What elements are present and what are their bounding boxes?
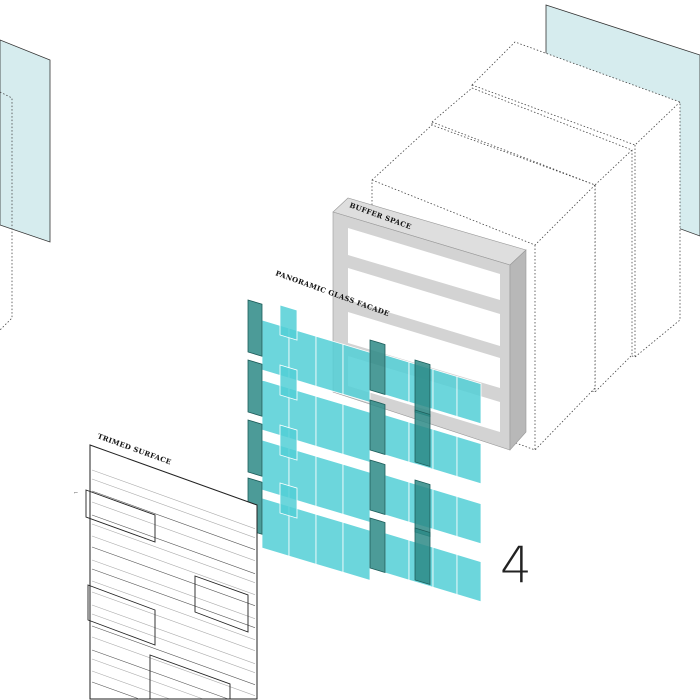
glass-pane xyxy=(315,335,344,395)
surface-line xyxy=(91,604,256,664)
trimmed-surface-lines xyxy=(91,469,256,700)
dimension-mark: ⌐ xyxy=(74,490,78,496)
left-dotted-box-edge xyxy=(0,91,13,331)
surface-line xyxy=(91,681,140,700)
glass-fin xyxy=(247,299,263,357)
surface-line xyxy=(91,523,256,583)
glass-fin xyxy=(414,359,431,418)
glass-pane xyxy=(342,403,371,463)
glass-fin xyxy=(414,527,431,586)
glass-pane xyxy=(432,546,458,596)
trim-opening xyxy=(85,489,156,543)
glass-pane xyxy=(456,553,482,603)
glass-fin xyxy=(414,479,431,538)
glass-pane xyxy=(432,368,458,418)
glass-fin xyxy=(369,399,386,456)
surface-line xyxy=(91,670,170,700)
glass-pane xyxy=(315,395,344,455)
surface-line xyxy=(91,613,256,673)
trimmed-surface-panel: ⌐ xyxy=(74,444,258,700)
glass-pane xyxy=(456,435,482,485)
glass-fin xyxy=(247,419,263,477)
glass-pane xyxy=(384,414,410,463)
glass-fin xyxy=(414,409,431,468)
surface-line xyxy=(91,469,256,529)
glass-pane xyxy=(384,532,410,581)
glass-fin xyxy=(369,517,386,574)
surface-line xyxy=(91,658,204,700)
surface-line xyxy=(91,546,256,606)
glass-pane xyxy=(432,488,458,538)
surface-line xyxy=(91,478,256,538)
trim-opening xyxy=(194,575,249,633)
surface-line xyxy=(91,535,256,595)
surface-line xyxy=(91,580,256,640)
left-blue-panel xyxy=(0,39,51,243)
trim-opening xyxy=(87,584,156,646)
surface-line xyxy=(91,568,256,628)
surface-line xyxy=(91,501,256,561)
glass-pane xyxy=(315,513,344,573)
surface-line xyxy=(91,625,256,685)
glass-fin xyxy=(369,459,386,516)
glass-pane xyxy=(342,521,371,581)
glass-return-pane xyxy=(279,482,298,519)
glass-return-pane xyxy=(279,424,298,461)
glass-pane xyxy=(384,354,410,403)
glass-pane xyxy=(456,375,482,425)
glass-pane xyxy=(342,343,371,403)
glass-pane xyxy=(456,495,482,545)
step-number: 4 xyxy=(500,536,532,594)
surface-line xyxy=(91,649,229,700)
glass-return-pane xyxy=(279,364,298,401)
glass-pane xyxy=(384,474,410,523)
glass-fin xyxy=(247,359,263,417)
surface-line xyxy=(91,514,256,574)
glass-return-pane xyxy=(279,304,298,341)
glass-pane xyxy=(342,463,371,523)
glass-pane xyxy=(315,455,344,515)
surface-line xyxy=(91,591,256,651)
glass-fin xyxy=(369,339,386,396)
trim-opening xyxy=(149,654,231,700)
surface-line xyxy=(91,559,256,619)
glass-pane xyxy=(432,428,458,478)
surface-line xyxy=(91,636,256,696)
surface-line xyxy=(91,490,256,550)
